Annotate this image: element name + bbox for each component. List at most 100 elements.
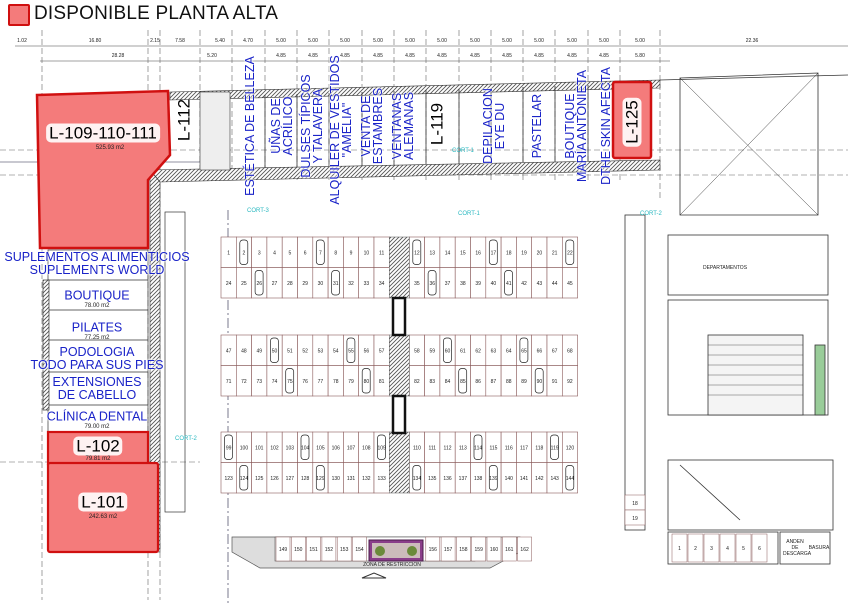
unit-l101-label[interactable]: L-101 <box>78 492 128 512</box>
store-label-line: ESTÉTICA DE BELLEZA <box>243 56 257 196</box>
parking-space: 112 <box>439 431 456 463</box>
parking-space: 84 <box>439 365 456 397</box>
parking-space: 136 <box>439 462 456 494</box>
top-store-strip <box>149 79 661 553</box>
parking-number: 88 <box>506 379 512 385</box>
parking-space: 160 <box>486 536 502 562</box>
dimension-label: 5.00 <box>437 38 447 44</box>
parking-space: 107 <box>343 431 359 463</box>
parking-number: 28 <box>287 281 293 287</box>
dimension-label: 4.85 <box>599 53 609 59</box>
section-mark: CORT-1 <box>452 148 475 154</box>
parking-number: 131 <box>347 476 356 482</box>
parking-space: 19 <box>624 509 646 526</box>
parking-divider <box>389 431 410 494</box>
parking-number: 62 <box>475 348 481 354</box>
car-icon <box>550 434 559 460</box>
unit-l109-110-111-label[interactable]: L-109-110-111 <box>46 123 160 143</box>
parking-space: 102 <box>266 431 283 463</box>
parking-space: 80 <box>358 365 375 397</box>
parking-space: 149 <box>275 536 291 562</box>
parking-space: 156 <box>425 536 441 562</box>
car-icon <box>427 270 437 296</box>
parking-number: 139 <box>489 476 498 482</box>
parking-space: 128 <box>297 462 314 494</box>
parking-number: 61 <box>460 348 466 354</box>
parking-number: 9 <box>350 250 353 256</box>
car-icon <box>346 337 356 363</box>
parking-space: 78 <box>327 365 344 397</box>
parking-space: 30 <box>312 267 329 299</box>
car-icon <box>534 368 544 394</box>
parking-space: 1 <box>671 533 688 563</box>
parking-number: 6 <box>758 546 761 552</box>
car-icon <box>473 434 483 460</box>
dimension-label: 4.85 <box>405 53 415 59</box>
parking-space: 7 <box>312 236 329 268</box>
store-label-line: Y TALAVERA <box>311 88 325 164</box>
store-label-line: ACRÍLICO <box>281 96 295 156</box>
parking-number: 60 <box>445 348 451 354</box>
parking-number: 72 <box>241 379 247 385</box>
parking-number: 17 <box>491 250 497 256</box>
parking-space: 120 <box>561 431 578 463</box>
parking-number: 68 <box>567 348 573 354</box>
unit-l125-label[interactable]: L-125 <box>622 97 642 147</box>
parking-number: 67 <box>552 348 558 354</box>
dimension-label: 5.40 <box>215 38 225 44</box>
dimension-label: 5.00 <box>308 38 318 44</box>
trash-label: BASURA <box>808 545 830 551</box>
parking-number: 5 <box>742 546 745 552</box>
store-label-line: DTHE SKIN AFECTA <box>599 67 613 185</box>
parking-number: 3 <box>258 250 261 256</box>
parking-number: 86 <box>475 379 481 385</box>
parking-space: 1 <box>220 236 237 268</box>
parking-space: 35 <box>408 267 425 299</box>
parking-number: 99 <box>226 445 232 451</box>
parking-number: 149 <box>279 547 288 553</box>
car-icon <box>285 368 295 394</box>
parking-space: 34 <box>373 267 390 299</box>
parking-number: 73 <box>256 379 262 385</box>
parking-space: 117 <box>516 431 533 463</box>
parking-number: 8 <box>334 250 337 256</box>
parking-space: 108 <box>358 431 375 463</box>
parking-space: 87 <box>485 365 502 397</box>
parking-space: 152 <box>321 536 337 562</box>
parking-number: 4 <box>726 546 729 552</box>
parking-space: 59 <box>424 334 441 366</box>
parking-number: 38 <box>460 281 466 287</box>
parking-space: 137 <box>454 462 471 494</box>
parking-number: 16 <box>475 250 481 256</box>
parking-number: 25 <box>241 281 247 287</box>
unit-l102-label[interactable]: L-102 <box>73 436 123 456</box>
parking-space: 13 <box>424 236 441 268</box>
parking-space: 38 <box>454 267 471 299</box>
store-label-line: PASTELAR <box>530 93 544 159</box>
parking-space: 3 <box>703 533 720 563</box>
right-building <box>624 72 848 565</box>
parking-space: 138 <box>470 462 487 494</box>
parking-space: 45 <box>561 267 578 299</box>
unit-l119-label: L-119 <box>427 102 447 146</box>
unit-l112-label: L-112 <box>174 98 194 142</box>
parking-number: 59 <box>429 348 435 354</box>
unit-l109-area: 525.93 m2 <box>95 145 125 151</box>
parking-number: 43 <box>537 281 543 287</box>
parking-space: 64 <box>500 334 517 366</box>
parking-number: 130 <box>332 476 341 482</box>
parking-number: 24 <box>226 281 232 287</box>
parking-number: 162 <box>520 547 529 553</box>
parking-space: 21 <box>546 236 563 268</box>
parking-space: 127 <box>281 462 298 494</box>
parking-number: 140 <box>505 476 514 482</box>
parking-number: 74 <box>272 379 278 385</box>
parking-space: 61 <box>454 334 471 366</box>
parking-space: 81 <box>373 365 390 397</box>
car-icon <box>565 465 575 491</box>
parking-number: 109 <box>377 445 386 451</box>
parking-space: 28 <box>281 267 298 299</box>
